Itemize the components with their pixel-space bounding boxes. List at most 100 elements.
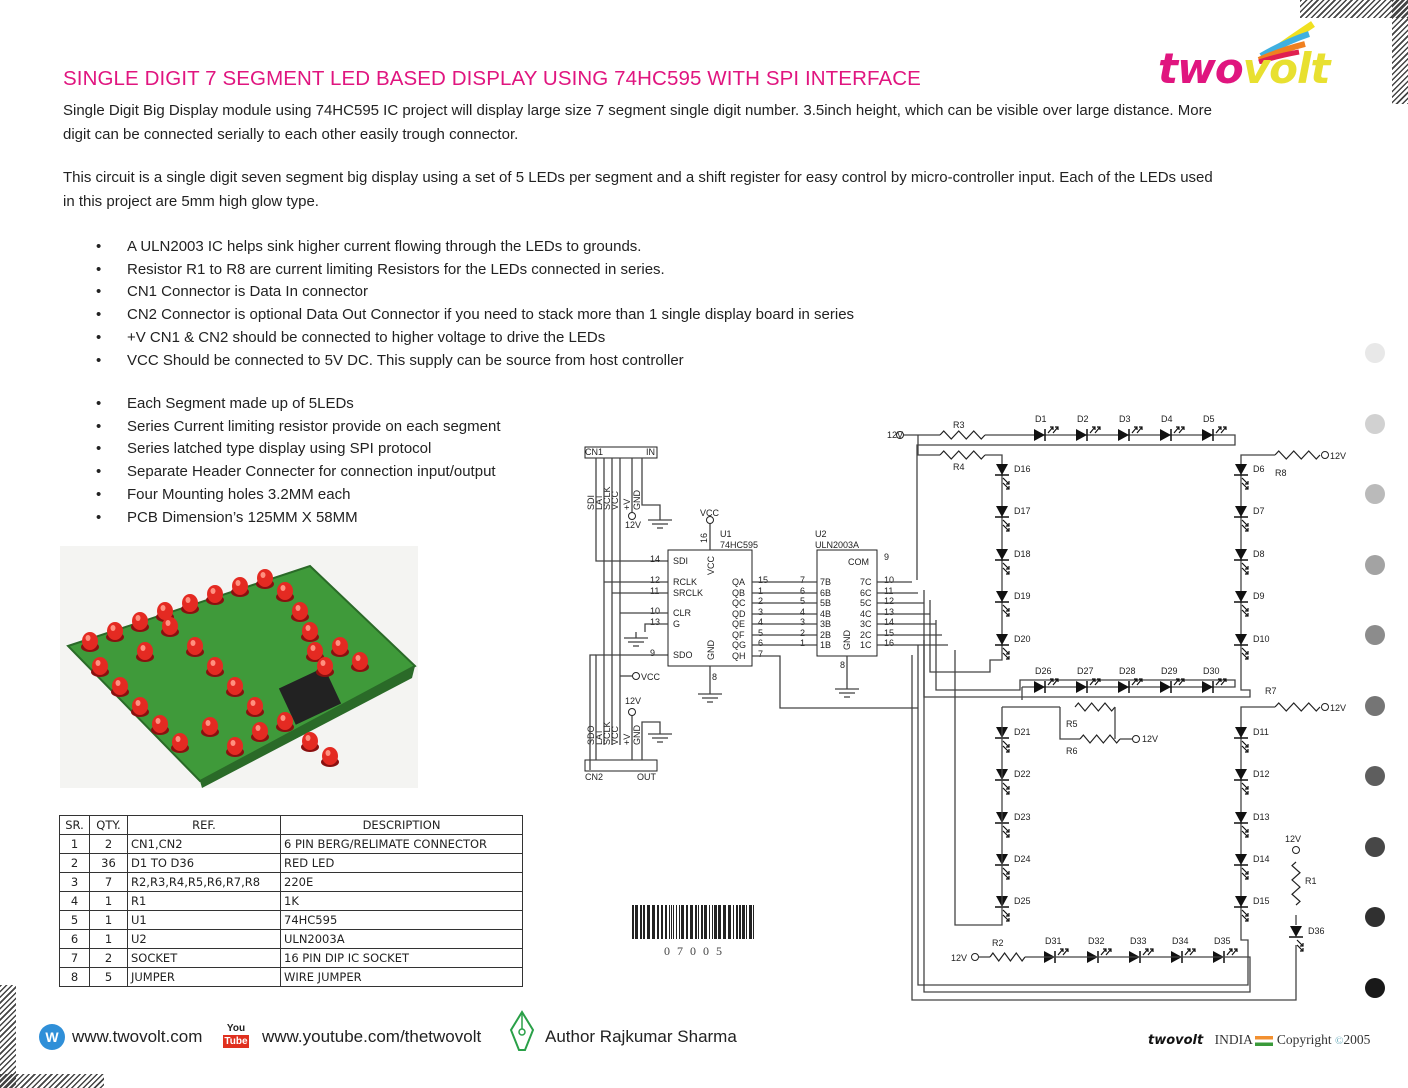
- u1-ref: U1: [720, 529, 732, 539]
- u1-pin-label: G: [673, 619, 680, 629]
- light-arrow-icon: [1002, 914, 1010, 922]
- led-highlight: [280, 585, 286, 591]
- barcode-bar: [723, 905, 726, 939]
- photo-led: [332, 637, 348, 655]
- vcc-label: VCC: [641, 672, 661, 682]
- resistor-icon: [1274, 702, 1321, 712]
- pin-number: 12: [650, 575, 660, 585]
- led-label: D28: [1119, 666, 1136, 676]
- cell-qty: 1: [89, 891, 128, 911]
- led-label: D25: [1014, 896, 1031, 906]
- wire: [589, 654, 596, 770]
- resistor-label: R3: [953, 420, 965, 430]
- pin-number: 7: [800, 575, 805, 585]
- pin-number: 6: [758, 638, 763, 648]
- list-item: Series Current limiting resistor provide…: [96, 416, 501, 439]
- cn1-pin-label: GND: [632, 490, 642, 511]
- youtube-link[interactable]: www.youtube.com/thetwovolt: [262, 1027, 482, 1046]
- led-highlight: [280, 715, 286, 721]
- decorative-dot: [1365, 836, 1385, 857]
- barcode-bar: [673, 905, 674, 939]
- u1-pin-label: SRCLK: [673, 588, 703, 598]
- led-label: D3: [1119, 414, 1131, 424]
- wire: [641, 721, 661, 760]
- photo-led: [257, 569, 273, 587]
- cell-qty: 5: [89, 967, 128, 987]
- u2-pin-label: 2C: [860, 630, 872, 640]
- led-label: D33: [1130, 936, 1147, 946]
- corner-hatch-left: [0, 985, 16, 1088]
- decorative-dot: [1365, 625, 1385, 645]
- barcode-bar: [647, 905, 650, 939]
- copyright-symbol: ©: [1335, 1035, 1344, 1047]
- u1-pin-label: QD: [732, 609, 746, 619]
- led-label: D26: [1035, 666, 1052, 676]
- page-title: SINGLE DIGIT 7 SEGMENT LED BASED DISPLAY…: [63, 67, 921, 90]
- list-item: VCC Should be connected to 5V DC. This s…: [96, 350, 854, 373]
- resistor-icon: [1079, 734, 1121, 744]
- list-item: CN2 Connector is optional Data Out Conne…: [96, 304, 854, 327]
- led-d5: [1202, 426, 1227, 441]
- light-arrow-icon: [1220, 426, 1227, 434]
- decorative-dot: [1365, 766, 1385, 786]
- list-item: PCB Dimension’s 125MM X 58MM: [96, 507, 501, 530]
- led-label: D34: [1172, 936, 1189, 946]
- cn1-pin-label: +V: [622, 499, 632, 510]
- light-arrow-icon: [1052, 426, 1059, 434]
- light-arrow-icon: [1241, 787, 1249, 795]
- cell-sr: 1: [59, 834, 90, 854]
- led-d8: [1234, 549, 1249, 575]
- decorative-dot: [1365, 343, 1385, 363]
- led-highlight: [135, 700, 141, 706]
- led-d35: [1213, 948, 1238, 963]
- youtube-icon-you: You: [226, 1023, 246, 1034]
- list-item: Each Segment made up of 5LEDs: [96, 393, 501, 416]
- led-diode-icon: [1235, 634, 1247, 645]
- photo-led: [172, 733, 188, 751]
- header-qty: QTY.: [89, 815, 128, 835]
- cn2-pin-label: GND: [632, 725, 642, 746]
- u2-pin-label: 3B: [820, 619, 831, 629]
- photo-led: [227, 737, 243, 755]
- photo-led: [207, 657, 223, 675]
- led-diode-icon: [1235, 769, 1247, 780]
- photo-led: [317, 657, 333, 675]
- header-ref: REF.: [127, 815, 281, 835]
- cell-qty: 7: [89, 872, 128, 892]
- photo-led: [302, 622, 318, 640]
- wire: [911, 655, 1297, 1001]
- light-arrow-icon: [1094, 426, 1101, 434]
- wire: [595, 458, 668, 562]
- cn2-connector: [584, 759, 658, 772]
- wire: [954, 650, 1003, 926]
- led-diode-icon: [996, 591, 1008, 602]
- led-highlight: [85, 635, 91, 641]
- barcode-bar: [640, 905, 642, 939]
- cell-description: ULN2003A: [280, 929, 523, 949]
- light-arrow-icon: [1002, 609, 1010, 617]
- led-d18: [995, 549, 1010, 575]
- led-highlight: [250, 700, 256, 706]
- led-label: D7: [1253, 506, 1265, 516]
- u1-pin-label: QB: [732, 588, 745, 598]
- light-arrow-icon: [1241, 909, 1249, 917]
- led-highlight: [210, 588, 216, 594]
- light-arrow-icon: [1241, 872, 1249, 880]
- barcode-bar: [753, 905, 754, 939]
- led-diode-icon: [996, 506, 1008, 517]
- website-link[interactable]: www.twovolt.com: [72, 1027, 203, 1046]
- resistor-label: R5: [1066, 719, 1078, 729]
- cell-ref: CN1,CN2: [127, 834, 281, 854]
- supply-label: 12V: [1330, 703, 1346, 713]
- led-label: D13: [1253, 812, 1270, 822]
- led-diode-icon: [1235, 464, 1247, 475]
- decorative-dot: [1365, 695, 1385, 716]
- led-label: D23: [1014, 812, 1031, 822]
- pin-number: 1: [800, 638, 805, 648]
- cn1-pin-label: VCC: [610, 490, 620, 510]
- light-arrow-icon: [1002, 652, 1010, 660]
- pin-number: 14: [884, 617, 894, 627]
- light-arrow-icon: [1136, 678, 1143, 686]
